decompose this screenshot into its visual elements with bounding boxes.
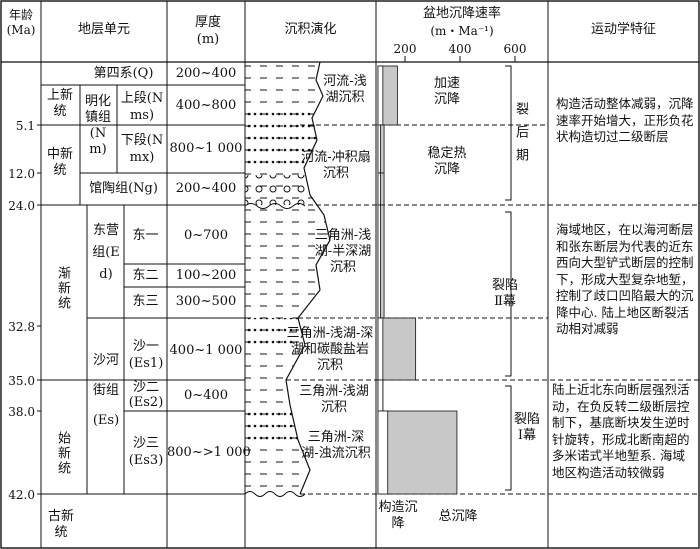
rate-structural: 构造沉降 [378,500,418,531]
age-5-1: 5.1 [15,119,35,133]
rate-rift2: 裂陷Ⅱ幕 [492,278,519,309]
age-35-0: 35.0 [8,374,35,388]
formation-dong1: 东一 [132,228,159,243]
bar-total-4 [377,317,417,381]
age-32-8: 32.8 [8,320,35,334]
bar-structural-1 [377,124,381,174]
age-24-0: 24.0 [8,199,35,213]
thickness-nmx: 800~1 000 [169,141,243,156]
formation-sha1: 沙一(Es1) [128,339,164,371]
rate-bars [377,65,458,495]
evolution-e1: 河流-浅湖沉积 [323,74,367,105]
unit-grid [41,84,245,495]
kinematics-k2: 海域地区，在以海河断层和张东断层为代表的近东西向大型铲式断层的控制下，形成大型复… [556,222,694,336]
age-42-0: 42.0 [8,488,35,502]
epoch-shangxintong: 上新统 [46,88,73,119]
thickness-d3: 300~500 [175,294,237,309]
rate-post-rift: 裂后期 [513,101,528,171]
formation-sha2: 沙二(Es2) [128,380,164,410]
evolution-e3: 三角洲-浅湖-半深湖沉积 [314,228,372,275]
rate-tick-200: 200 [393,42,417,56]
header-kinematics: 运动学特征 [590,22,656,37]
header-evolution: 沉积演化 [284,22,337,37]
bar-total-6 [377,410,458,495]
header-unit: 地层单元 [77,22,130,37]
formation-nmx: 下段(Nmx) [120,133,164,165]
formation-sha3: 沙三(Es3) [128,436,164,468]
evolution-e6: 三角洲-深湖-浊流沉积 [301,430,371,461]
bar-structural-3 [377,204,381,319]
formation-dongying: 东营组(Ed) [92,223,120,282]
rate-tick-400: 400 [448,42,472,56]
evolution-e5: 三角洲-浅湖沉积 [299,384,369,415]
thickness-q: 200~400 [175,66,237,81]
age-38-0: 38.0 [8,405,35,419]
rate-stable: 稳定热沉降 [427,146,467,177]
epoch-guxintong: 古新统 [47,509,74,540]
thickness-s3: 800~>1 000 [167,445,251,460]
rate-tick-600: 600 [503,42,527,56]
epoch-shixintong: 始新统 [55,430,70,476]
thickness-nms: 400~800 [175,98,237,113]
kinematics-k3: 陆上近北东向断层强烈活动，在负反转二级断层控制下，基底断块发生逆时针旋转，形成北… [552,382,690,480]
formation-guantao: 馆陶组(Ng) [89,181,158,196]
thickness-d2: 100~200 [175,268,237,283]
bar-structural-4 [377,317,384,381]
header-rate-unit: (m・Ma⁻¹) [430,24,494,38]
formation-shahejie: 沙河街组(Es) [92,353,120,428]
thickness-s1: 400~1 000 [169,343,243,358]
epoch-zhongxintong: 中新统 [46,147,73,178]
age-ticks [37,124,41,495]
header-rate: 盆地沉降速率 [422,6,501,21]
horizon-lines [286,124,699,495]
rate-axis [376,56,548,63]
rate-total: 总沉降 [438,509,478,524]
evolution-e4: 三角洲-浅湖-深湖和碳酸盐岩沉积 [286,326,374,373]
bar-structural-5 [377,379,384,412]
thickness-d1: 0~700 [184,228,228,243]
formation-dong2: 东二 [132,268,159,283]
bar-structural-6 [377,410,389,495]
formation-minghuazhen: 明化镇组(Nm) [84,94,111,157]
evolution-e2: 河流-冲积扇沉积 [301,150,371,181]
bar-structural-2 [377,172,381,206]
phase-brackets [505,65,512,491]
formation-dong3: 东三 [132,294,159,309]
rate-rift1: 裂陷Ⅰ幕 [514,412,541,443]
formation-quaternary: 第四系(Q) [93,66,154,81]
thickness-s2: 0~400 [184,388,228,403]
formation-nms: 上段(Nms) [120,91,164,123]
lithology-column [244,61,331,497]
kinematics-k1: 构造活动整体减弱，沉降速率开始增大，正形负花状构造切过二级断层 [556,96,694,144]
thickness-ng: 200~400 [175,181,237,196]
age-12-0: 12.0 [8,167,35,181]
rate-accel: 加速沉降 [433,76,460,107]
epoch-jianxintong: 渐新统 [55,265,70,311]
bar-structural-0 [377,65,384,126]
header-thickness: 厚度(m) [194,15,221,47]
header-age: 年龄(Ma) [6,8,36,37]
